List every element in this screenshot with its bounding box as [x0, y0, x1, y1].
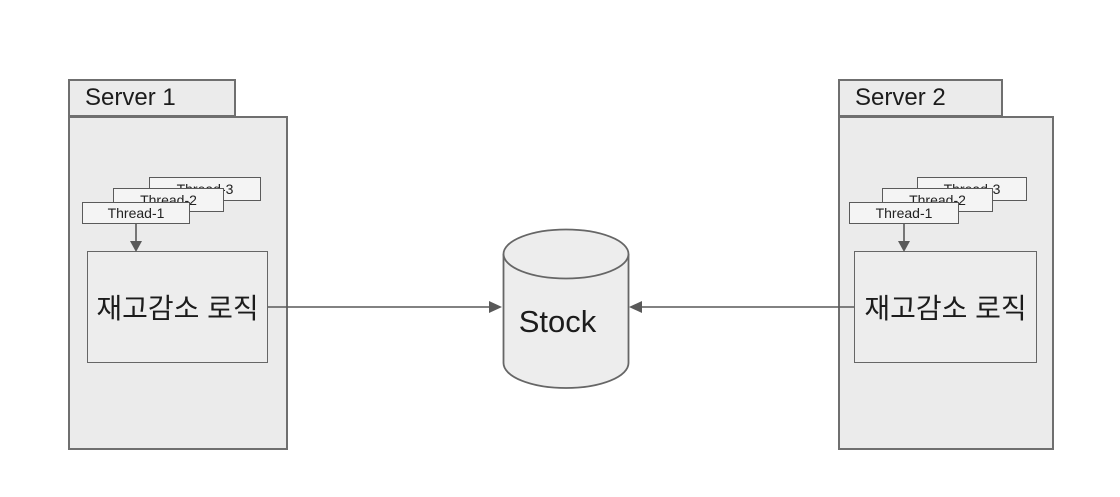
server2-thread1-label: Thread-1: [875, 205, 933, 221]
server1-logic-box: 재고감소 로직: [87, 251, 268, 363]
stock-cylinder-body: [502, 254, 630, 389]
stock-cylinder: [502, 228, 630, 389]
stock-cylinder-top: [502, 228, 630, 280]
server2-logic-label: 재고감소 로직: [864, 293, 1027, 324]
server2-logic-box: 재고감소 로직: [854, 251, 1037, 363]
server2-thread1-box: Thread-1: [849, 202, 959, 224]
stock-label: Stock: [518, 304, 597, 339]
server1-title: Server 1: [85, 84, 176, 111]
server2-tab: Server 2: [838, 79, 1003, 117]
server2-title: Server 2: [855, 84, 946, 111]
server1-logic-label: 재고감소 로직: [96, 293, 259, 324]
server1-to-stock-arrow: [268, 301, 502, 313]
server1-thread1-label: Thread-1: [107, 205, 165, 221]
server1-tab: Server 1: [68, 79, 236, 117]
server2-to-stock-arrow: [629, 301, 854, 313]
server1-thread1-box: Thread-1: [82, 202, 190, 224]
